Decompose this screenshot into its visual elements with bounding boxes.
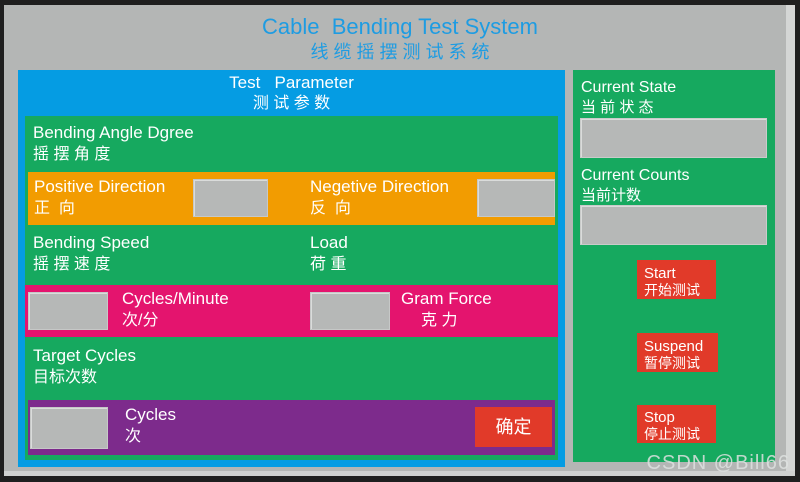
- stop-button[interactable]: Stop 停止测试: [637, 405, 716, 443]
- window-edge-bottom: [4, 471, 795, 476]
- negative-direction-label: Negetive Direction 反 向: [310, 177, 449, 217]
- suspend-button[interactable]: Suspend 暂停测试: [637, 333, 718, 372]
- current-state-display: [580, 118, 767, 158]
- gram-force-label: Gram Force 克 力: [401, 289, 492, 329]
- confirm-button[interactable]: 确定: [475, 407, 552, 447]
- panel-body: Bending Angle Dgree 摇 摆 角 度 Positive Dir…: [25, 116, 558, 460]
- current-counts-display: [580, 205, 767, 245]
- status-panel: Current State 当 前 状 态 Current Counts 当前计…: [573, 70, 775, 462]
- app-title: Cable Bending Test System: [262, 14, 538, 39]
- speed-load-row: Bending Speed 摇 摆 速 度 Load 荷 重: [25, 225, 558, 285]
- panel-header: Test Parameter 测 试 参 数: [18, 70, 565, 116]
- load-label: Load 荷 重: [310, 233, 348, 273]
- cycles-per-minute-label: Cycles/Minute 次/分: [122, 289, 229, 329]
- target-cycles-row: Cycles 次 确定: [28, 400, 555, 455]
- app-title-zh: 线 缆 摇 摆 测 试 系 统: [310, 42, 490, 62]
- current-counts-label: Current Counts 当前计数: [581, 167, 690, 204]
- panel-header-zh: 测 试 参 数: [252, 95, 331, 112]
- cycles-label: Cycles 次: [125, 405, 177, 445]
- current-state-label: Current State 当 前 状 态: [581, 79, 677, 116]
- speed-load-input-row: Cycles/Minute 次/分 Gram Force 克 力: [25, 285, 558, 337]
- panel-header-en: Test Parameter: [229, 73, 354, 92]
- cycles-input[interactable]: [30, 407, 108, 449]
- direction-row: Positive Direction 正 向 Negetive Directio…: [28, 172, 555, 225]
- target-cycles-label: Target Cycles 目标次数: [33, 346, 136, 386]
- negative-direction-input[interactable]: [477, 179, 555, 217]
- test-parameter-panel: Test Parameter 测 试 参 数 Bending Angle Dgr…: [18, 70, 565, 467]
- bending-speed-label: Bending Speed 摇 摆 速 度: [33, 233, 150, 273]
- watermark: CSDN @Bill66: [646, 452, 790, 474]
- start-button[interactable]: Start 开始测试: [637, 260, 716, 299]
- window-edge-right: [786, 5, 795, 476]
- gram-force-input[interactable]: [310, 292, 390, 330]
- positive-direction-input[interactable]: [193, 179, 268, 217]
- title-block: Cable Bending Test System 线 缆 摇 摆 测 试 系 …: [0, 14, 800, 63]
- positive-direction-label: Positive Direction 正 向: [34, 177, 166, 217]
- bending-angle-label: Bending Angle Dgree 摇 摆 角 度: [33, 123, 194, 163]
- cycles-per-minute-input[interactable]: [28, 292, 108, 330]
